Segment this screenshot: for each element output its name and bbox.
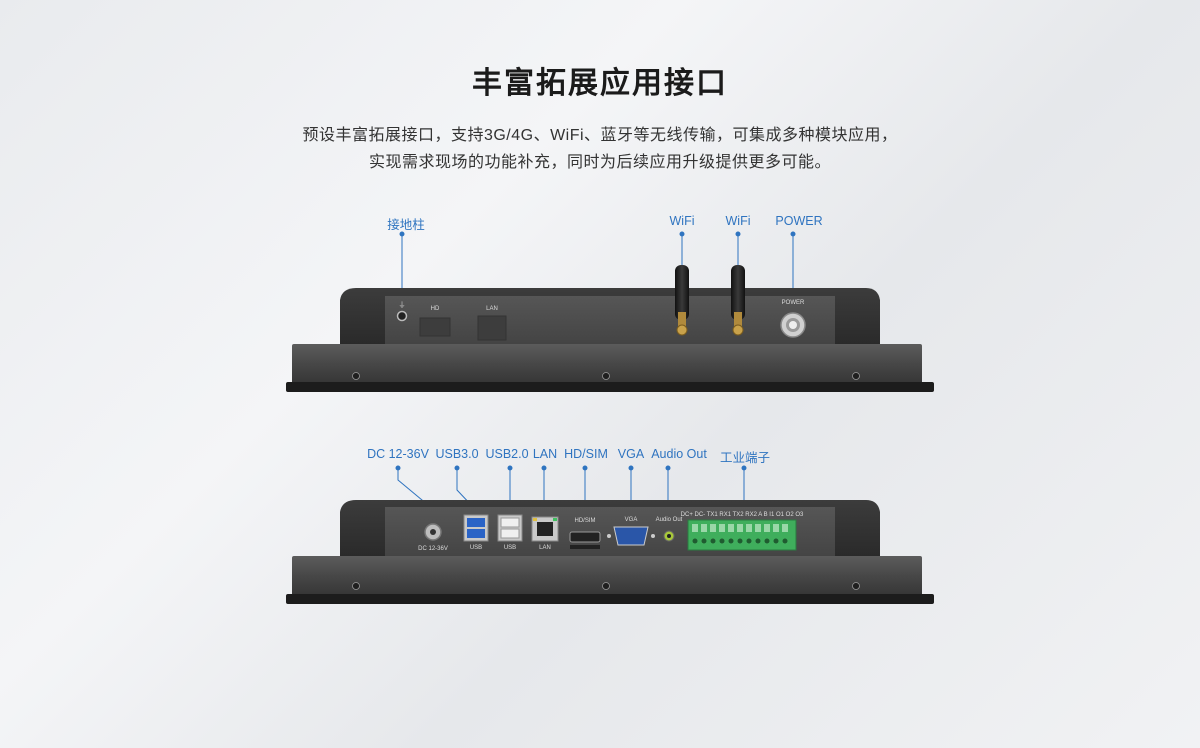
port-label-dc: DC 12-36V bbox=[418, 546, 448, 552]
callout-vga: VGA bbox=[617, 447, 645, 461]
callout-usb2: USB2.0 bbox=[485, 447, 529, 461]
callout-dot-power bbox=[790, 231, 796, 237]
front-bezel-bottom bbox=[286, 594, 934, 604]
description-line-1: 预设丰富拓展接口，支持3G/4G、WiFi、蓝牙等无线传输，可集成多种模块应用， bbox=[302, 127, 898, 144]
callout-dot-wifi2 bbox=[735, 231, 741, 237]
callout-power: POWER bbox=[775, 214, 823, 228]
callout-audio: Audio Out bbox=[651, 447, 707, 461]
screw-icon bbox=[352, 372, 360, 380]
screw-icon bbox=[852, 372, 860, 380]
svg-text:⏚: ⏚ bbox=[399, 301, 406, 309]
antenna-2 bbox=[731, 265, 745, 336]
callout-usb3: USB3.0 bbox=[435, 447, 479, 461]
hdmi-sim-port-icon bbox=[569, 531, 601, 549]
callout-dc: DC 12-36V bbox=[367, 447, 429, 461]
port-label-power: POWER bbox=[781, 300, 805, 306]
page-title: 丰富拓展应用接口 bbox=[472, 67, 728, 100]
callout-dot-wifi1 bbox=[679, 231, 685, 237]
screw-icon bbox=[602, 582, 610, 590]
description-line-2: 实现需求现场的功能补充，同时为后续应用升级提供更多可能。 bbox=[368, 154, 831, 171]
callout-dot-ground bbox=[399, 231, 405, 237]
hd-port-cover bbox=[419, 317, 451, 337]
base-plate-top bbox=[292, 344, 922, 384]
callout-terminal: 工业端子 bbox=[719, 451, 771, 465]
lan-port-cover bbox=[477, 315, 507, 341]
vga-port-icon bbox=[607, 526, 655, 546]
port-label-terminal: DC+ DC- TX1 RX1 TX2 RX2 A B I1 O1 O2 O3 bbox=[680, 512, 804, 518]
antenna-1 bbox=[675, 265, 689, 336]
port-label-usb-a: USB bbox=[469, 545, 483, 551]
usb2-port-icon bbox=[497, 514, 523, 542]
callout-line-dc bbox=[397, 468, 429, 506]
port-panel-top bbox=[385, 296, 835, 344]
lan-port-icon bbox=[531, 516, 559, 542]
port-label-hd: HD bbox=[430, 306, 440, 312]
screw-icon bbox=[602, 372, 610, 380]
port-label-vga: VGA bbox=[624, 517, 638, 523]
callout-ground: 接地柱 bbox=[387, 218, 425, 232]
ground-post-icon bbox=[396, 310, 408, 322]
port-label-usb-b: USB bbox=[503, 545, 517, 551]
usb3-port-icon bbox=[463, 514, 489, 542]
callout-wifi-1: WiFi bbox=[669, 214, 695, 228]
front-bezel-top bbox=[286, 382, 934, 392]
port-label-hdsim: HD/SIM bbox=[574, 518, 596, 524]
screw-icon bbox=[352, 582, 360, 590]
callout-hdsim: HD/SIM bbox=[564, 447, 608, 461]
industrial-terminal-icon bbox=[687, 519, 797, 551]
screw-icon bbox=[852, 582, 860, 590]
callout-wifi-2: WiFi bbox=[725, 214, 751, 228]
port-label-audio: Audio Out bbox=[655, 517, 683, 523]
callout-lan: LAN bbox=[532, 447, 558, 461]
base-plate-bottom bbox=[292, 556, 922, 596]
port-label-lan-b: LAN bbox=[539, 545, 551, 551]
port-label-lan: LAN bbox=[486, 306, 498, 312]
